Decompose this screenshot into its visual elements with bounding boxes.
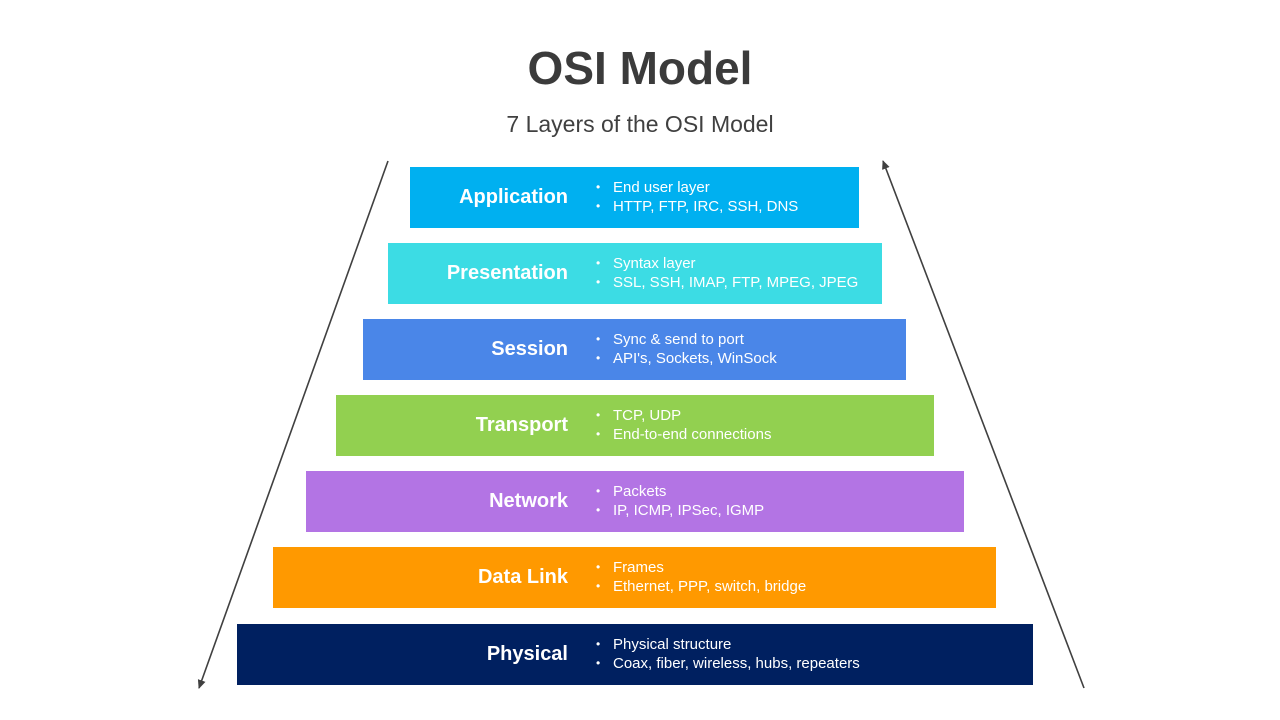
layer-point: SSL, SSH, IMAP, FTP, MPEG, JPEG <box>596 273 858 292</box>
layer-name: Transport <box>475 414 568 436</box>
layer-point: TCP, UDP <box>596 406 771 425</box>
layer-point: End user layer <box>596 178 798 197</box>
layer-transport: Transport TCP, UDP End-to-end connection… <box>336 395 934 456</box>
layer-points: End user layer HTTP, FTP, IRC, SSH, DNS <box>596 178 798 216</box>
layer-points: Sync & send to port API's, Sockets, WinS… <box>596 330 777 368</box>
layer-point: Coax, fiber, wireless, hubs, repeaters <box>596 654 860 673</box>
layer-point: HTTP, FTP, IRC, SSH, DNS <box>596 197 798 216</box>
layer-points: Syntax layer SSL, SSH, IMAP, FTP, MPEG, … <box>596 254 858 292</box>
layer-name: Network <box>489 490 568 512</box>
layer-presentation: Presentation Syntax layer SSL, SSH, IMAP… <box>388 243 882 304</box>
layer-point: Packets <box>596 482 764 501</box>
layer-name: Presentation <box>446 262 568 284</box>
layer-data-link: Data Link Frames Ethernet, PPP, switch, … <box>273 547 996 608</box>
layer-point: End-to-end connections <box>596 425 771 444</box>
page-subtitle: 7 Layers of the OSI Model <box>506 111 774 137</box>
layer-physical: Physical Physical structure Coax, fiber,… <box>237 624 1033 685</box>
layer-application: Application End user layer HTTP, FTP, IR… <box>410 167 859 228</box>
layer-name: Data Link <box>477 566 568 588</box>
layer-point: Ethernet, PPP, switch, bridge <box>596 577 806 596</box>
layer-point: Sync & send to port <box>596 330 777 349</box>
layer-points: Frames Ethernet, PPP, switch, bridge <box>596 558 806 596</box>
layer-point: API's, Sockets, WinSock <box>596 349 777 368</box>
layer-name: Physical <box>486 643 568 665</box>
layer-points: Packets IP, ICMP, IPSec, IGMP <box>596 482 764 520</box>
layer-point: Frames <box>596 558 806 577</box>
layer-points: TCP, UDP End-to-end connections <box>596 406 771 444</box>
layer-point: Physical structure <box>596 635 860 654</box>
layer-session: Session Sync & send to port API's, Socke… <box>363 319 906 380</box>
layer-name: Application <box>459 186 568 208</box>
layer-network: Network Packets IP, ICMP, IPSec, IGMP <box>306 471 964 532</box>
layer-points: Physical structure Coax, fiber, wireless… <box>596 635 860 673</box>
page-title: OSI Model <box>527 42 753 94</box>
layer-point: IP, ICMP, IPSec, IGMP <box>596 501 764 520</box>
layer-point: Syntax layer <box>596 254 858 273</box>
layer-name: Session <box>491 338 568 360</box>
